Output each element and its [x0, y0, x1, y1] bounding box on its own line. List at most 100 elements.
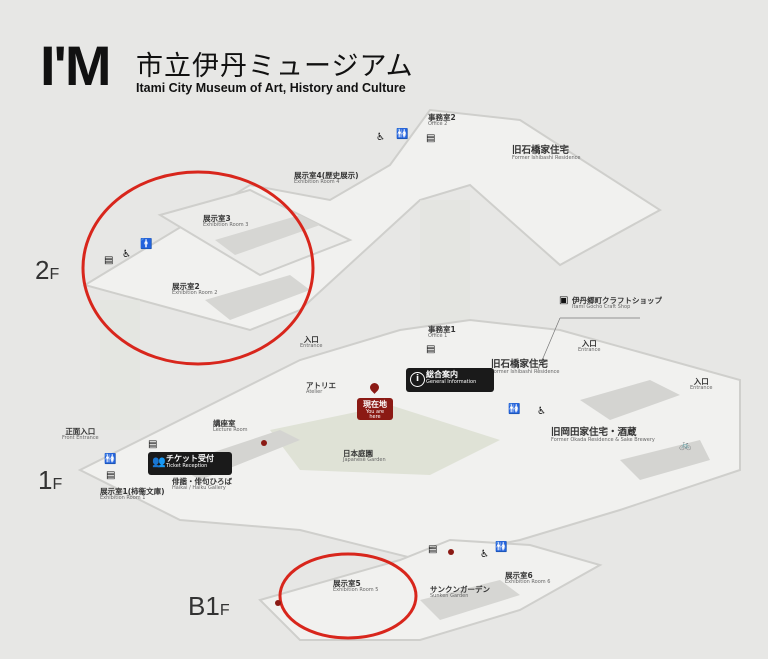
info-icon: i [410, 372, 425, 387]
label-en: Atelier [306, 388, 323, 395]
label-ja: 入口 [581, 339, 597, 348]
no-entry-icon [261, 440, 267, 446]
label-en: Office 1 [428, 332, 448, 339]
label-en: Office 2 [428, 120, 448, 127]
restroom-icon: 🚻 [396, 129, 409, 140]
label-en: Exhibition Room 4 [294, 178, 340, 185]
label-en: Entrance [578, 346, 601, 353]
label-ja: 旧岡田家住宅・酒蔵 [551, 427, 637, 438]
accessible-toilet-icon: ♿ [376, 132, 385, 143]
label-ja: 講座室 [213, 419, 236, 428]
floor-label-1f: 1F [38, 465, 62, 496]
label-en: Haikai / Haiku Gallery [172, 484, 226, 491]
floor-suffix: F [52, 476, 63, 493]
elevator-icon: ▤ [148, 439, 158, 450]
shop-bag-icon: ▣ [559, 295, 569, 306]
label-ja: 展示室4(歴史展示) [294, 171, 359, 180]
label-en: Entrance [300, 342, 323, 349]
floor-number: 2 [35, 255, 50, 285]
label-en: Lecture Room [213, 426, 248, 433]
label-en: Former Ishibashi Residence [491, 368, 560, 375]
restroom-icon: 🚻 [104, 454, 117, 465]
label-room1: 展示室1(柿衞文庫)Exhibition Room 1 [100, 488, 165, 501]
label-ja: 事務室1 [428, 325, 456, 334]
floor-label-2f: 2F [35, 255, 59, 286]
box-en: Ticket Reception [166, 462, 208, 469]
reception-staff-icon: 👥 [152, 455, 166, 468]
accessible-toilet-icon: ♿ [480, 549, 489, 560]
japanese-garden [270, 405, 500, 475]
box-ja: 総合案内 [426, 370, 458, 379]
box-ja: 現在地 [363, 400, 387, 409]
label-ja: 正面入口 [65, 427, 96, 436]
highlight-circle-b1f [278, 552, 418, 640]
elevator-icon: ▤ [104, 255, 114, 266]
restroom-icon: 🚻 [508, 404, 521, 415]
floor-number: B1 [188, 591, 220, 621]
bicycle-parking-icon: 🚲 [679, 440, 692, 451]
box-ja: チケット受付 [166, 454, 214, 463]
label-ja: 展示室5 [333, 579, 361, 588]
label-en: Exhibition Room 2 [172, 289, 218, 296]
label-en: Japanese Garden [343, 456, 386, 463]
label-ja: 展示室2 [172, 282, 200, 291]
accessible-toilet-icon: ♿ [537, 406, 546, 417]
label-en: Former Okada Residence & Sake Brewery [551, 436, 655, 443]
label-en: Itami Gocho Craft Shop [572, 303, 631, 310]
no-entry-icon [275, 600, 281, 606]
label-ja: 伊丹郷町クラフトショップ [572, 296, 662, 305]
label-en: Front Entrance [62, 434, 99, 441]
label-en: Exhibition Room 3 [203, 221, 249, 228]
label-ja: 旧石橋家住宅 [491, 359, 549, 370]
craftshop-leader-line [537, 317, 561, 371]
label-en: Entrance [690, 384, 713, 391]
highlight-circle-2f [81, 170, 315, 366]
elevator-icon: ▤ [426, 133, 436, 144]
label-ja: 入口 [303, 335, 319, 344]
label-ja: 俳諧・俳句ひろば [172, 477, 232, 486]
floor-suffix: F [49, 266, 60, 283]
elevator-icon: ▤ [428, 544, 438, 555]
museum-title-ja: 市立伊丹ミュージアム [136, 51, 414, 82]
label-ja: 入口 [693, 377, 709, 386]
floor-suffix: F [219, 602, 230, 619]
label-en: Sunken Garden [430, 592, 469, 599]
museum-logo: I'M [40, 34, 112, 97]
label-ja: サンクンガーデン [430, 585, 490, 594]
label-ja: 展示室1(柿衞文庫) [100, 487, 165, 496]
no-entry-icon [448, 549, 454, 555]
label-ja: 旧石橋家住宅 [512, 145, 570, 156]
label-en: Exhibition Room 1 [100, 494, 146, 501]
label-en: Former Ishibashi Residence [512, 154, 581, 161]
restroom-icon: 🚹 [140, 239, 153, 250]
museum-title-en: Itami City Museum of Art, History and Cu… [136, 81, 406, 95]
label-en: Exhibition Room 5 [333, 586, 379, 593]
floor-b1f-plate [258, 538, 603, 641]
elevator-icon: ▤ [106, 470, 116, 481]
label-ja: 展示室3 [203, 214, 231, 223]
label-room4: 展示室4(歴史展示)Exhibition Room 4 [294, 172, 359, 185]
restroom-icon: 🚻 [495, 542, 508, 553]
